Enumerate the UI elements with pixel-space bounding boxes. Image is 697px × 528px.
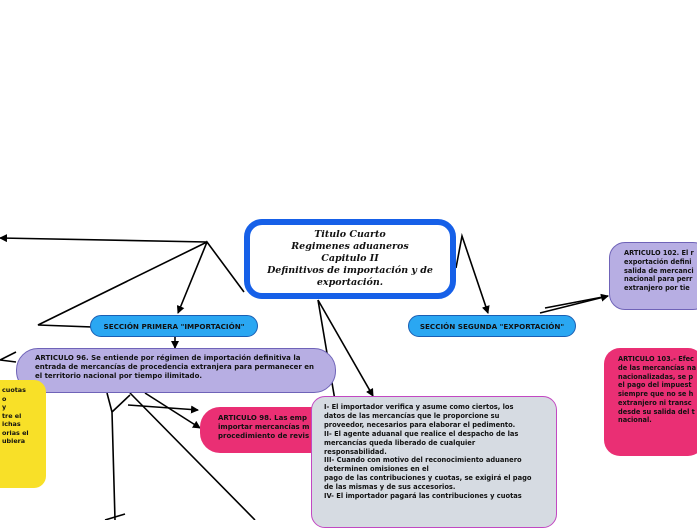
obligation-line: mercancías queda liberado de cualquier (324, 438, 476, 447)
article-103-line: siempre que no se h (618, 390, 694, 399)
obligation-line: I- El importador verifica y asume como c… (324, 403, 514, 411)
article-96-line: ARTICULO 96. Se entiende por régimen de … (35, 354, 301, 362)
article-103-line: el pago del impuest (618, 381, 692, 390)
section-importacion[interactable]: SECCIÓN PRIMERA "IMPORTACIÓN" (90, 315, 258, 337)
obligation-line: II- El agente aduanal que realice el des… (324, 429, 519, 438)
yellow-note-line: ubiera (2, 437, 26, 446)
article-103-line: ARTICULO 103.- Efec (618, 355, 694, 363)
section-exportacion[interactable]: SECCIÓN SEGUNDA "EXPORTACIÓN" (408, 315, 576, 337)
connector-central-to-importacion (176, 240, 245, 314)
article-102-line: nacional para perr (624, 275, 693, 284)
article-98-line: ARTICULO 98. Las emp (218, 414, 307, 422)
article-103-line: desde su salida del t (618, 407, 695, 416)
article-102-line: extranjero por tie (624, 284, 690, 293)
article-98-line: procedimiento de revis (218, 432, 310, 441)
article-96-node[interactable]: ARTICULO 96. Se entiende por régimen de … (16, 348, 336, 393)
connector-top-left (0, 234, 208, 243)
connector-art96-down (106, 392, 113, 413)
yellow-note-line: orias el (2, 428, 29, 437)
yellow-note-line: tre el (2, 411, 22, 420)
connector-central-to-list (317, 299, 374, 397)
obligation-line: proveedor, necesarios para elaborar el p… (324, 420, 516, 429)
yellow-note-node[interactable]: cuotas o y tre el ichas orias el ubiera (0, 380, 46, 488)
central-topic[interactable]: Titulo Cuarto Regimenes aduaneros Capitu… (244, 219, 456, 299)
central-line: Titulo Cuarto (314, 229, 386, 241)
yellow-note-line: y (2, 403, 7, 412)
connector-art96-to-art98 (127, 404, 199, 414)
obligation-line: datos de las mercancías que le proporcio… (324, 411, 500, 420)
central-line: Definitivos de importación y de (267, 264, 433, 276)
obligation-line: de las mismas y de sus accesorios. (324, 483, 456, 492)
article-102-node[interactable]: ARTICULO 102. El r exportación defini sa… (609, 242, 697, 310)
connector-central-to-exportacion (455, 232, 490, 314)
yellow-note-line: o (2, 394, 7, 403)
article-96-line: el territorio nacional por tiempo ilimit… (35, 372, 203, 381)
article-102-line: exportación defini (624, 257, 692, 266)
article-103-line: nacional. (618, 416, 652, 425)
obligation-line: pago de las contribuciones y cuotas, se … (324, 474, 532, 483)
obligations-list-node[interactable]: I- El importador verifica y asume como c… (311, 396, 557, 528)
central-line: exportación. (316, 276, 384, 288)
connector-exportacion-to-art102-b (544, 295, 609, 309)
article-103-line: nacionalizadas, se p (618, 372, 694, 381)
article-102-line: ARTICULO 102. El r (624, 249, 694, 257)
article-98-node[interactable]: ARTICULO 98. Las emp importar mercancías… (200, 407, 332, 453)
connector-left-bottom (104, 513, 126, 520)
article-103-line: de las mercancías na (618, 363, 697, 372)
yellow-note-line: ichas (2, 420, 21, 429)
obligation-line: responsabilidad. (324, 447, 387, 456)
article-102-line: salida de mercanci (624, 266, 694, 275)
obligation-line: IV- El importador pagará las contribucio… (324, 492, 522, 501)
obligation-line: III- Cuando con motivo del reconocimient… (324, 456, 522, 465)
article-98-line: importar mercancías m (218, 423, 310, 432)
obligation-line: determinen omisiones en el (324, 465, 429, 474)
yellow-note-line: cuotas (2, 386, 26, 394)
connector-loop (111, 392, 256, 520)
article-103-line: extranjero ni transc (618, 398, 692, 407)
connector-art96-to-art98-b (144, 392, 201, 429)
connector-art96-left (0, 351, 17, 363)
article-96-line: entrada de mercancías de procedencia ext… (35, 363, 315, 372)
article-103-node[interactable]: ARTICULO 103.- Efec de las mercancías na… (604, 348, 697, 456)
central-line: Regimenes aduaneros (291, 241, 409, 253)
central-line: Capitulo II (321, 253, 379, 265)
